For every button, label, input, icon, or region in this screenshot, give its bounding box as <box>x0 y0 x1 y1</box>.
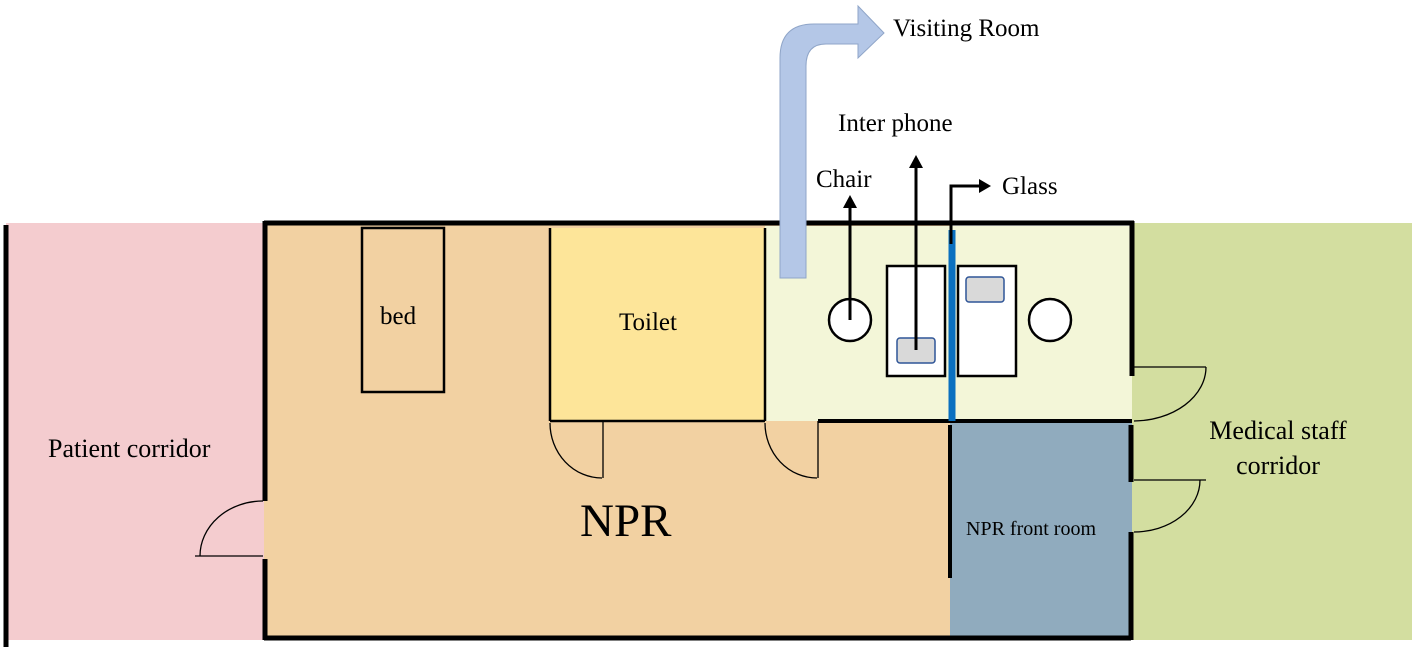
doors <box>195 366 1207 557</box>
glass-arrowhead <box>979 179 991 193</box>
chair-label: Chair <box>816 166 872 193</box>
interphone-arrowhead <box>909 155 923 168</box>
front-room-walls <box>818 419 1132 578</box>
bed-shape <box>360 226 446 394</box>
visiting-room-arrow <box>779 4 885 279</box>
chair-staff-side <box>1027 297 1073 343</box>
glass-label: Glass <box>1002 173 1058 200</box>
outer-walls <box>262 220 1135 641</box>
npr-front-room-zone <box>950 423 1132 638</box>
patient-corridor-label: Patient corridor <box>48 434 211 463</box>
chair-arrowhead <box>843 195 857 208</box>
patient-corridor-zone <box>6 223 264 640</box>
pointer-arrows <box>848 167 980 350</box>
interior-walls <box>548 228 767 423</box>
medical-staff-corridor-zone <box>1132 223 1412 640</box>
interphone-staff-side <box>965 276 1005 303</box>
npr-front-room-label: NPR front room <box>966 518 1096 540</box>
medical-staff-corridor-label-line1: Medical staff <box>1209 416 1347 445</box>
npr-label: NPR <box>580 495 672 547</box>
visiting-room-label: Visiting Room <box>893 15 1040 42</box>
toilet-label: Toilet <box>619 309 677 336</box>
medical-staff-corridor-label-line2: corridor <box>1236 451 1320 480</box>
inter-phone-label: Inter phone <box>838 110 953 137</box>
bed-label: bed <box>380 303 417 330</box>
toilet-zone <box>550 228 765 421</box>
